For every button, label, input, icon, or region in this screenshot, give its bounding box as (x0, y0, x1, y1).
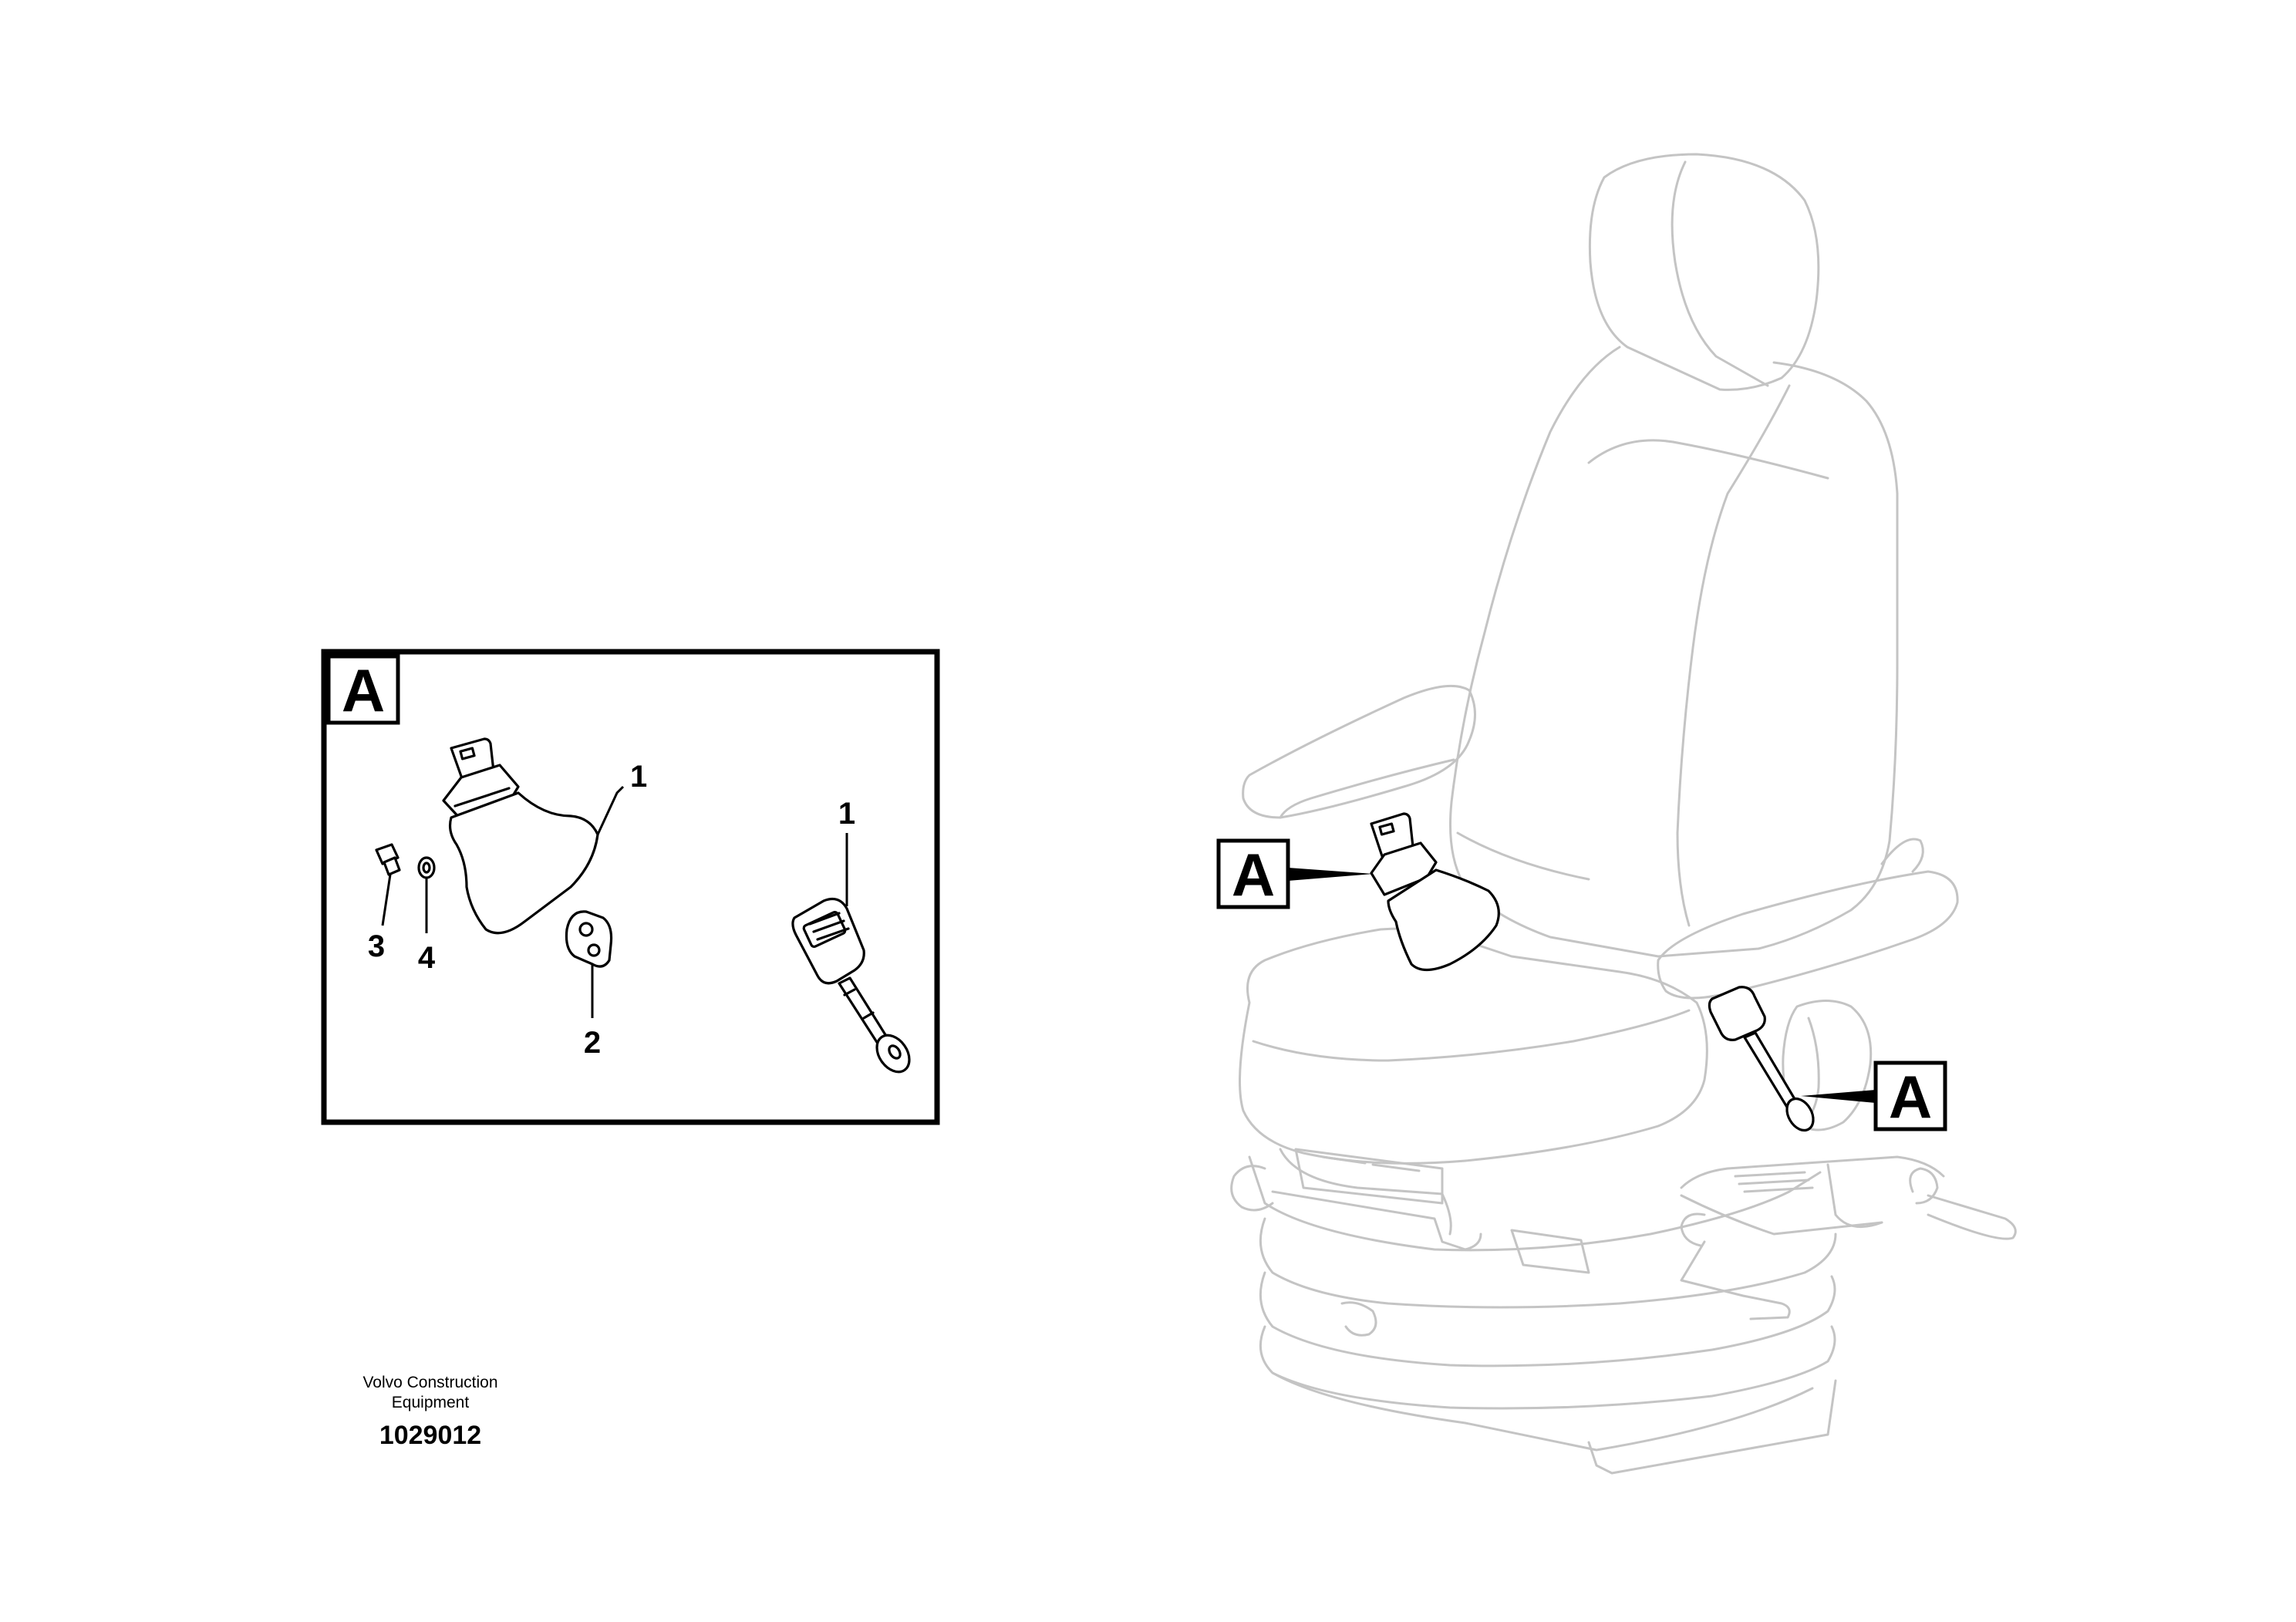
detail-marker-a-right: A (1801, 1061, 1947, 1131)
callout-3: 3 (368, 929, 385, 963)
part-belt-buckle (791, 898, 911, 1074)
detail-marker-label: A (1889, 1063, 1932, 1131)
part-belt-retractor (442, 737, 599, 935)
detail-marker-box (1216, 838, 1290, 909)
illustration-number: 1029012 (379, 1421, 481, 1450)
callout-2: 2 (584, 1026, 601, 1060)
callout-1-retractor: 1 (630, 760, 647, 794)
detail-view-label: A (342, 656, 385, 724)
detail-marker-box (1873, 1061, 1947, 1131)
part-washer (417, 856, 436, 879)
seat-belt-retractor-on-seat (1370, 812, 1500, 972)
seat-belt-buckle-on-seat (1708, 986, 1815, 1132)
detail-view-frame (321, 649, 940, 1125)
detail-view-a: A (321, 649, 940, 1125)
part-anchor-bracket (565, 910, 613, 968)
maker-line-2: Equipment (392, 1394, 470, 1411)
maker-line-1: Volvo Construction (362, 1374, 497, 1391)
detail-marker-label: A (1232, 841, 1275, 909)
detail-marker-a-left: A (1216, 838, 1373, 909)
callout-4: 4 (418, 941, 436, 975)
callout-1-buckle: 1 (838, 797, 855, 831)
part-bolt (375, 843, 401, 876)
seat-assembly (1230, 153, 2017, 1475)
detail-view-label-box (326, 654, 400, 725)
illustration-footer: Volvo Construction Equipment 1029012 (362, 1374, 497, 1450)
